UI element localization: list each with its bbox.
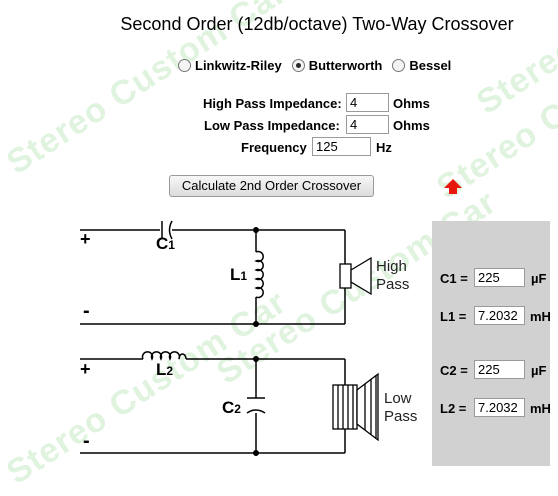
- low-pass-impedance-input[interactable]: [346, 115, 389, 134]
- results-panel: [432, 221, 550, 466]
- capacitor-c1-symbol: [161, 220, 173, 240]
- l1-result-unit: mH: [530, 309, 551, 324]
- frequency-unit: Hz: [376, 140, 392, 155]
- crossover-circuit-diagram: [80, 220, 379, 456]
- c2-result-input[interactable]: [474, 360, 525, 379]
- calculate-button[interactable]: Calculate 2nd Order Crossover: [169, 175, 374, 197]
- high-pass-speaker-label: High Pass: [376, 258, 410, 293]
- l1-result-input[interactable]: [474, 306, 525, 325]
- low-pass-plus-label: +: [80, 359, 91, 379]
- l1-result-label: L1 =: [440, 309, 467, 324]
- radio-label: Bessel: [409, 58, 452, 73]
- l2-result-input[interactable]: [474, 398, 525, 417]
- frequency-label: Frequency: [241, 140, 307, 155]
- high-pass-impedance-input[interactable]: [346, 93, 389, 112]
- c2-result-label: C2 =: [440, 363, 468, 378]
- red-up-arrow-icon: [444, 179, 462, 194]
- radio-button-selected[interactable]: [291, 59, 305, 72]
- low-pass-minus-label: -: [83, 430, 90, 452]
- high-pass-plus-label: +: [80, 229, 91, 249]
- radio-label: Linkwitz-Riley: [195, 58, 282, 73]
- c1-result-label: C1 =: [440, 271, 468, 286]
- high-pass-minus-label: -: [83, 300, 90, 322]
- c1-result-unit: µF: [531, 271, 547, 286]
- high-pass-impedance-label: High Pass Impedance:: [203, 96, 342, 111]
- woofer-speaker-icon: [332, 372, 379, 442]
- capacitor-c2-label: C2: [222, 398, 241, 417]
- filter-type-group: Linkwitz-Riley Butterworth Bessel: [178, 58, 461, 73]
- inductor-l2-label: L2: [156, 360, 174, 379]
- page-title: Second Order (12db/octave) Two-Way Cross…: [120, 14, 514, 34]
- radio-label: Butterworth: [308, 58, 383, 73]
- radio-button[interactable]: [178, 59, 191, 72]
- l2-result-label: L2 =: [440, 401, 467, 416]
- tweeter-speaker-icon: [339, 256, 372, 296]
- radio-button[interactable]: [392, 59, 406, 72]
- inductor-l2-symbol: [141, 351, 187, 361]
- low-pass-impedance-label: Low Pass Impedance:: [204, 118, 340, 133]
- capacitor-c2-symbol: [246, 397, 266, 414]
- high-pass-unit: Ohms: [393, 96, 430, 111]
- radio-bessel[interactable]: Bessel: [392, 58, 451, 73]
- capacitor-c1-label: C1: [156, 234, 175, 253]
- inductor-l1-symbol: [254, 250, 264, 299]
- radio-linkwitz-riley[interactable]: Linkwitz-Riley: [178, 58, 282, 73]
- l2-result-unit: mH: [530, 401, 551, 416]
- c1-result-input[interactable]: [474, 268, 525, 287]
- frequency-input[interactable]: [312, 137, 371, 156]
- low-pass-unit: Ohms: [393, 118, 430, 133]
- c2-result-unit: µF: [531, 363, 547, 378]
- inductor-l1-label: L1: [230, 265, 248, 284]
- radio-butterworth[interactable]: Butterworth: [291, 58, 383, 73]
- low-pass-speaker-label: Low Pass: [384, 390, 418, 425]
